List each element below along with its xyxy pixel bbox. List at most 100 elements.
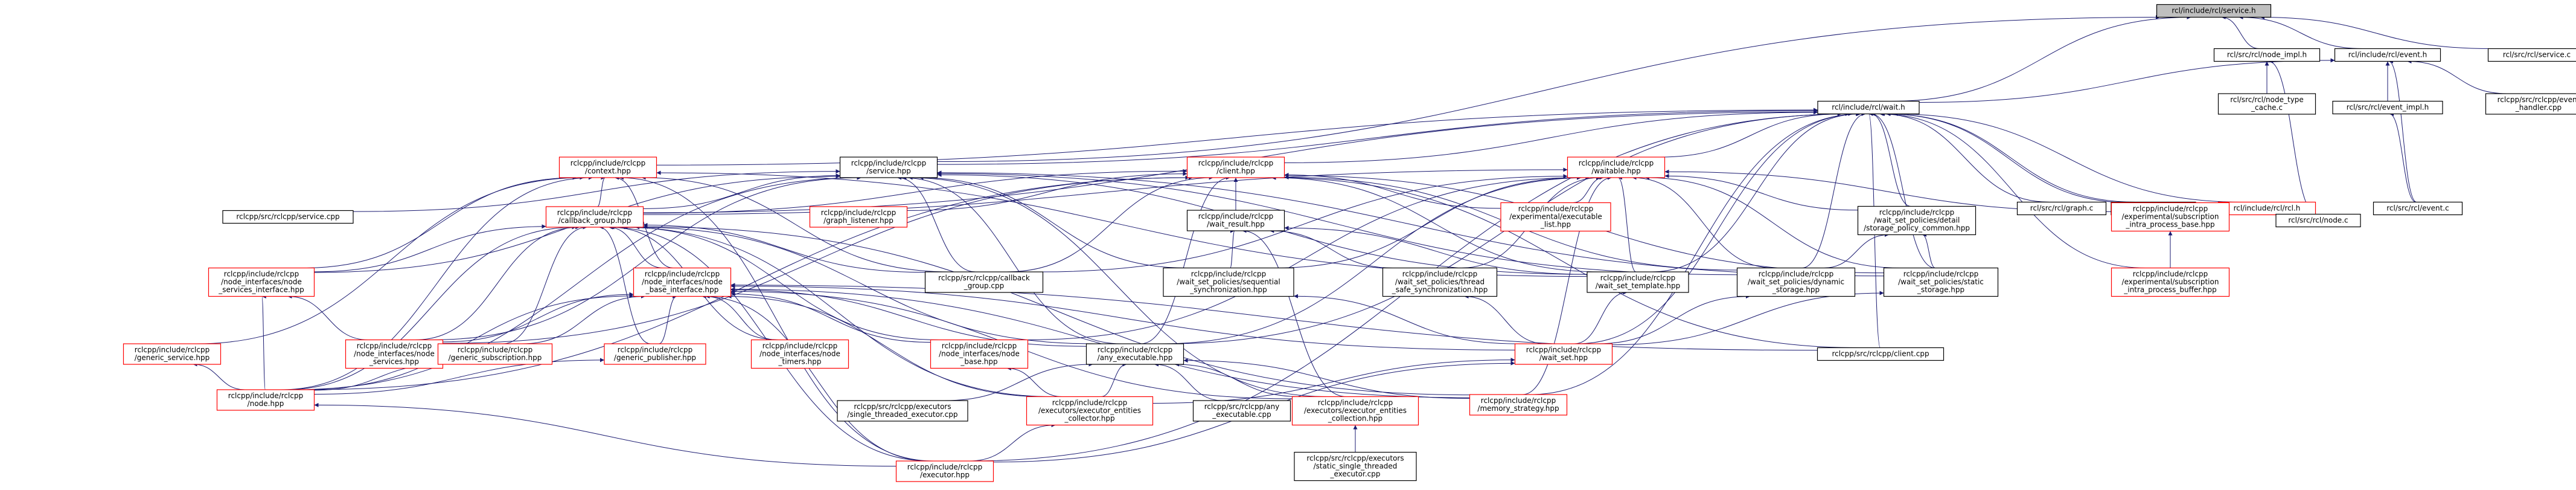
- node-label: rclcpp/include/rclcpp: [2133, 270, 2208, 279]
- node-service-h[interactable]: rcl/include/rcl/service.h: [2156, 4, 2272, 18]
- node-generic-service[interactable]: rclcpp/include/rclcpp/generic_service.hp…: [123, 343, 222, 365]
- node-box: [1857, 205, 1977, 236]
- node-label: /single_threaded_executor.cpp: [848, 410, 958, 419]
- node-event-impl[interactable]: rcl/src/rcl/event_impl.h: [2332, 100, 2443, 115]
- edge-exp_executable_list-to-client_hpp: [1284, 173, 1501, 209]
- node-label: /service.hpp: [866, 167, 911, 175]
- node-waitable-hpp[interactable]: rclcpp/include/rclcpp/waitable.hpp: [1567, 156, 1666, 178]
- edge-wait_set_template-to-waitable_hpp: [1617, 175, 1637, 272]
- node-executor-entities-collector[interactable]: rclcpp/include/rclcpp/executors/executor…: [1026, 396, 1154, 426]
- edge-client_hpp-to-wait_h: [1284, 110, 1818, 163]
- node-box: [604, 343, 706, 365]
- node-box: [924, 271, 1044, 293]
- node-graph-c[interactable]: rcl/src/rcl/graph.c: [2016, 201, 2107, 216]
- node-label: /generic_publisher.hpp: [614, 353, 696, 362]
- node-label: rclcpp/src/rclcpp/any: [1204, 402, 1280, 411]
- node-storage-policy-common[interactable]: rclcpp/include/rclcpp/wait_set_policies/…: [1857, 205, 1977, 236]
- edge-node_hpp-to-node_base_interface: [302, 294, 634, 390]
- node-label: /waitable.hpp: [1591, 167, 1641, 175]
- node-box: [437, 343, 553, 365]
- node-context-hpp[interactable]: rclcpp/include/rclcpp/context.hpp: [558, 156, 657, 178]
- node-box: [839, 156, 938, 178]
- node-node-services-hpp[interactable]: rclcpp/include/rclcpp/node_interfaces/no…: [345, 339, 444, 369]
- node-label: /graph_listener.hpp: [823, 216, 893, 225]
- node-static-storage[interactable]: rclcpp/include/rclcpp/wait_set_policies/…: [1883, 267, 1999, 297]
- node-node-base-hpp[interactable]: rclcpp/include/rclcpp/node_interfaces/no…: [930, 339, 1029, 369]
- node-label: /wait_set_policies/sequential: [1177, 278, 1280, 286]
- edge-node_services_hpp-to-service_hpp: [432, 175, 861, 340]
- edge-executor_hpp-to-executor_entities_collector: [969, 423, 1056, 462]
- node-label: rcl/src/rcl/node_impl.h: [2227, 51, 2307, 59]
- node-thread-safe-sync[interactable]: rclcpp/include/rclcpp/wait_set_policies/…: [1382, 267, 1498, 297]
- node-box: [837, 400, 968, 422]
- node-label: rclcpp/include/rclcpp: [1481, 396, 1556, 405]
- node-node-timers[interactable]: rclcpp/include/rclcpp/node_interfaces/no…: [750, 339, 849, 369]
- node-generic-publisher[interactable]: rclcpp/include/rclcpp/generic_publisher.…: [604, 343, 706, 365]
- node-intra-process-buffer[interactable]: rclcpp/include/rclcpp/experimental/subsc…: [2111, 267, 2230, 297]
- node-rcl-h[interactable]: rcl/include/rcl/rcl.h: [2217, 201, 2316, 216]
- node-wait-set-hpp[interactable]: rclcpp/include/rclcpp/wait_set.hpp: [1514, 343, 1613, 365]
- node-dynamic-storage[interactable]: rclcpp/include/rclcpp/wait_set_policies/…: [1736, 267, 1856, 297]
- node-box: [222, 210, 354, 224]
- node-node-type-cache[interactable]: rcl/src/rcl/node_type_cache.c: [2217, 93, 2316, 115]
- node-executor-entities-collection[interactable]: rclcpp/include/rclcpp/executors/executor…: [1291, 396, 1419, 426]
- edge-sequential_sync-to-wait_result: [1230, 228, 1235, 268]
- node-label: /node_interfaces/node: [221, 278, 302, 286]
- node-event-h[interactable]: rcl/include/rcl/event.h: [2334, 48, 2441, 62]
- edge-static_storage-to-service_hpp: [937, 170, 1884, 277]
- node-label: _storage.hpp: [1917, 286, 1964, 294]
- node-intra-process-base[interactable]: rclcpp/include/rclcpp/experimental/subsc…: [2111, 202, 2230, 232]
- edge-service_cpp-to-service_hpp: [353, 169, 840, 212]
- node-label: _executable.cpp: [1212, 410, 1271, 419]
- node-wait-h[interactable]: rcl/include/rcl/wait.h: [1817, 100, 1920, 115]
- node-callback-group-cpp[interactable]: rclcpp/src/rclcpp/callback_group.cpp: [924, 271, 1044, 293]
- node-node-c[interactable]: rcl/src/rcl/node.c: [2275, 213, 2361, 228]
- node-wait-result[interactable]: rclcpp/include/rclcpp/wait_result.hpp: [1186, 210, 1285, 231]
- node-client-cpp[interactable]: rclcpp/src/rclcpp/client.cpp: [1817, 347, 1945, 361]
- node-label: rclcpp/include/rclcpp: [228, 392, 303, 400]
- node-box: [2485, 93, 2576, 115]
- node-service-hpp[interactable]: rclcpp/include/rclcpp/service.hpp: [839, 156, 938, 178]
- node-label: /memory_strategy.hpp: [1477, 404, 1559, 413]
- node-node-hpp[interactable]: rclcpp/include/rclcpp/node.hpp: [216, 389, 315, 411]
- node-sequential-sync[interactable]: rclcpp/include/rclcpp/wait_set_policies/…: [1163, 267, 1294, 297]
- node-single-threaded-executor[interactable]: rclcpp/src/rclcpp/executors/single_threa…: [837, 400, 968, 422]
- node-exp-executable-list[interactable]: rclcpp/include/rclcpp/experimental/execu…: [1500, 202, 1611, 232]
- node-box: [2016, 201, 2107, 216]
- node-service-c[interactable]: rcl/src/rcl/service.c: [2487, 48, 2576, 62]
- node-any-executable-hpp[interactable]: rclcpp/include/rclcpp/any_executable.hpp: [1085, 343, 1184, 365]
- node-wait-set-template[interactable]: rclcpp/include/rclcpp/wait_set_template.…: [1587, 271, 1689, 293]
- node-label: rclcpp/include/rclcpp: [1518, 205, 1593, 213]
- node-executor-hpp[interactable]: rclcpp/include/rclcpp/executor.hpp: [895, 460, 994, 482]
- node-box: [2111, 202, 2230, 232]
- node-event-handler[interactable]: rclcpp/src/rclcpp/event_handler.cpp: [2485, 93, 2576, 115]
- node-label: /generic_subscription.hpp: [449, 353, 542, 362]
- node-label: /executors/executor_entities: [1038, 407, 1141, 415]
- node-node-services-interface[interactable]: rclcpp/include/rclcpp/node_interfaces/no…: [208, 267, 315, 297]
- node-callback-group-hpp[interactable]: rclcpp/include/rclcpp/callback_group.hpp: [545, 206, 644, 228]
- node-label: /node_interfaces/node: [759, 350, 840, 358]
- edge-node_services_interface-to-callback_group_hpp: [314, 224, 546, 272]
- node-label: /wait_set_template.hpp: [1596, 282, 1680, 290]
- node-label: /wait_result.hpp: [1207, 220, 1265, 228]
- node-graph-listener[interactable]: rclcpp/include/rclcpp/graph_listener.hpp: [809, 206, 908, 228]
- node-any-executable-cpp[interactable]: rclcpp/src/rclcpp/any_executable.cpp: [1192, 400, 1291, 422]
- node-node-impl[interactable]: rcl/src/rcl/node_impl.h: [2213, 48, 2321, 62]
- node-label: _timers.hpp: [778, 358, 822, 366]
- node-service-cpp[interactable]: rclcpp/src/rclcpp/service.cpp: [222, 210, 354, 224]
- node-client-hpp[interactable]: rclcpp/include/rclcpp/client.hpp: [1186, 156, 1285, 178]
- node-generic-subscription[interactable]: rclcpp/include/rclcpp/generic_subscripti…: [437, 343, 553, 365]
- edge-any_executable_hpp-to-waitable_hpp: [1161, 175, 1590, 344]
- edge-client_cpp-to-client_hpp: [1271, 175, 1859, 348]
- node-memory-strategy[interactable]: rclcpp/include/rclcpp/memory_strategy.hp…: [1469, 394, 1568, 416]
- node-box: [208, 267, 315, 297]
- edge-event_h-to-service_h: [2239, 15, 2363, 49]
- node-label: /node_interfaces/node: [354, 350, 435, 358]
- node-node-base-interface[interactable]: rclcpp/include/rclcpp/node_interfaces/no…: [633, 267, 732, 297]
- node-label: rcl/include/rcl/event.h: [2348, 51, 2427, 59]
- node-event-c[interactable]: rcl/src/rcl/event.c: [2373, 201, 2463, 216]
- node-label: rcl/src/rcl/event_impl.h: [2347, 103, 2429, 112]
- node-static-single-threaded[interactable]: rclcpp/src/rclcpp/executors/static_singl…: [1294, 451, 1417, 482]
- edge-memory_strategy-to-waitable_hpp: [1522, 175, 1612, 395]
